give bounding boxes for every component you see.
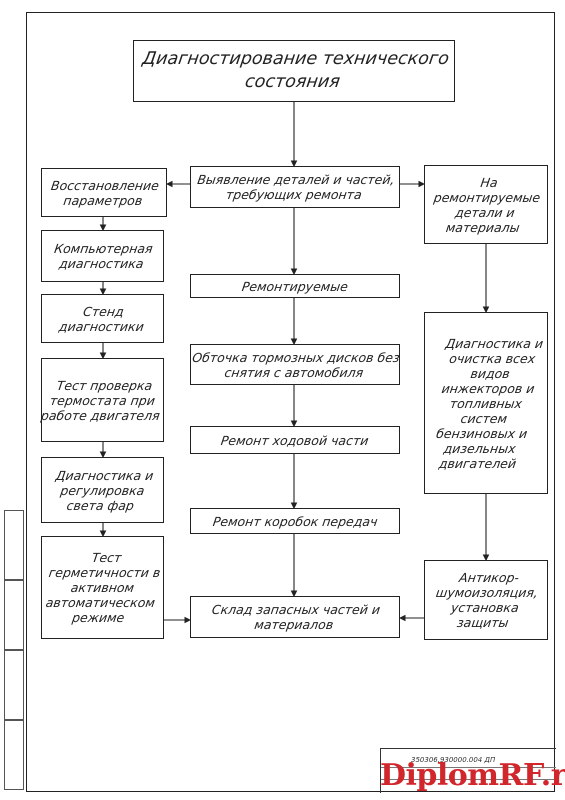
node-anticorrosion: Антикор-шумоизоляция, установка защиты [424, 560, 548, 640]
left-margin-stamp [4, 510, 24, 790]
node-repairable: Ремонтируемые [190, 274, 400, 298]
watermark-logo: DiplomRF.ru [380, 758, 565, 793]
node-brake-disc-turning: Обточка тормозных дисков без снятия с ав… [190, 344, 401, 385]
node-headlight-adjustment: Диагностика и регулировка света фар [41, 457, 164, 523]
title-block: 350306.930000.004 ДП [380, 748, 556, 793]
node-computer-diagnostics: Компьютерная диагностика [41, 230, 164, 282]
node-gearbox-repair: Ремонт коробок передач [190, 508, 400, 534]
node-chassis-repair: Ремонт ходовой части [190, 426, 400, 454]
document-code: 350306.930000.004 ДП [411, 756, 496, 764]
node-parameter-restoration: Восстановление параметров [41, 168, 167, 217]
node-thermostat-test: Тест проверка термостата при работе двиг… [40, 358, 164, 442]
drawing-frame [26, 12, 555, 792]
node-parts-warehouse: Склад запасных частей и материалов [190, 596, 400, 638]
node-identify-parts: Выявление деталей и частей, требующих ре… [190, 166, 400, 208]
node-diagnostics-stand: Стенд диагностики [41, 294, 164, 343]
node-injector-cleaning: Диагностика и очистка всех видов инжекто… [424, 312, 548, 494]
diagram-title: Диагностирование технического состояния [133, 40, 455, 102]
node-non-repairable: На ремонтируемые детали и материалы [424, 165, 548, 244]
node-leak-test: Тест герметичности в активном автоматиче… [41, 536, 164, 639]
